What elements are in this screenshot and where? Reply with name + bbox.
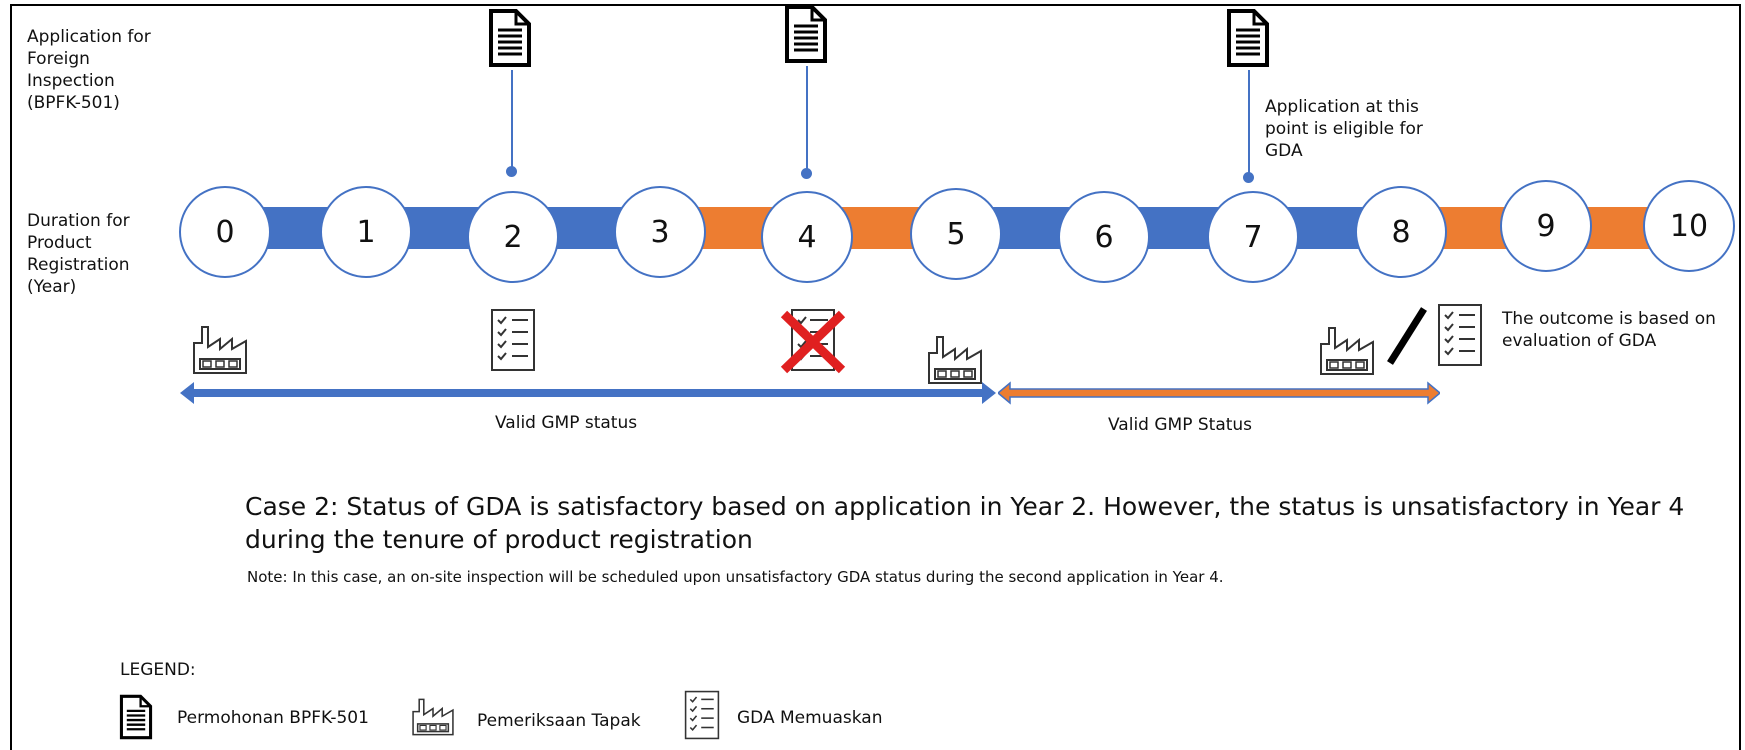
diagram-frame — [10, 4, 1741, 750]
application-stem-year-7 — [1248, 70, 1250, 175]
checklist-icon — [1437, 303, 1483, 367]
year-node-1: 1 — [320, 186, 412, 278]
application-dot-year-7 — [1243, 172, 1254, 183]
factory-icon — [190, 325, 250, 375]
checklist-icon — [490, 308, 536, 372]
document-icon — [784, 4, 828, 64]
factory-icon — [925, 335, 985, 385]
checklist-rejected-icon — [778, 308, 848, 374]
application-dot-year-4 — [801, 168, 812, 179]
application-label: Application for Foreign Inspection (BPFK… — [27, 27, 151, 113]
year-node-3: 3 — [614, 186, 706, 278]
year-node-5: 5 — [910, 188, 1002, 280]
year-node-0: 0 — [179, 186, 271, 278]
legend-title: LEGEND: — [120, 660, 196, 680]
year-node-7: 7 — [1207, 191, 1299, 283]
eligible-label: Application at this point is eligible fo… — [1265, 97, 1423, 161]
application-stem-year-2 — [511, 70, 513, 170]
case-title: Case 2: Status of GDA is satisfactory ba… — [245, 492, 1685, 554]
document-icon — [1226, 8, 1270, 68]
valid-gmp-arrow-orange — [998, 381, 1440, 405]
duration-label: Duration for Product Registration (Year) — [27, 211, 130, 297]
checklist-icon — [684, 690, 720, 740]
year-node-10: 10 — [1643, 180, 1735, 272]
factory-icon — [410, 697, 456, 737]
case-note: Note: In this case, an on-site inspectio… — [247, 568, 1224, 586]
year-node-9: 9 — [1500, 180, 1592, 272]
legend-label-site-inspection: Pemeriksaan Tapak — [477, 711, 641, 731]
application-stem-year-4 — [806, 66, 808, 171]
valid-gmp-status-label-2: Valid GMP Status — [1108, 415, 1253, 435]
valid-gmp-status-label-1: Valid GMP status — [495, 413, 638, 433]
slash-divider — [1382, 306, 1432, 366]
year-node-8: 8 — [1355, 186, 1447, 278]
legend-label-application: Permohonan BPFK-501 — [177, 708, 369, 728]
year-node-4: 4 — [761, 191, 853, 283]
legend-label-gda: GDA Memuaskan — [737, 708, 883, 728]
application-dot-year-2 — [506, 166, 517, 177]
year-node-6: 6 — [1058, 191, 1150, 283]
year-node-2: 2 — [467, 191, 559, 283]
document-icon — [488, 8, 532, 68]
factory-icon — [1317, 326, 1377, 376]
valid-gmp-arrow-blue — [180, 380, 996, 406]
outcome-label: The outcome is based on evaluation of GD… — [1502, 309, 1716, 351]
document-icon — [118, 694, 154, 740]
